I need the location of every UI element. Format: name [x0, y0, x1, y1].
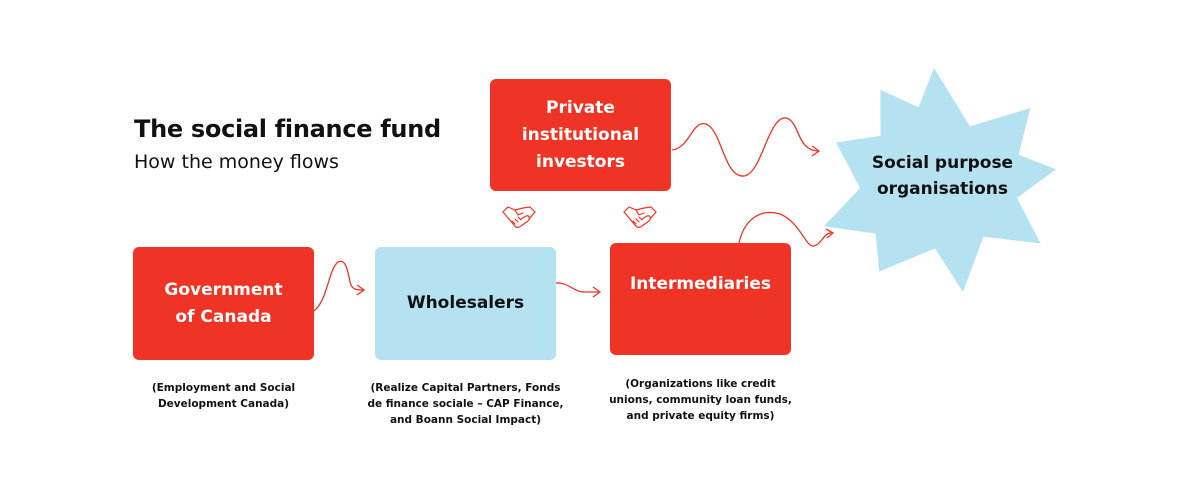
flow-arrow-private-to-social — [671, 117, 819, 177]
government-box: Government of Canada — [133, 247, 314, 360]
diagram-title: The social finance fund — [134, 115, 441, 143]
arrowhead-intermediaries-to-social — [825, 228, 835, 239]
flow-arrow-intermediaries-to-social — [738, 211, 833, 247]
diagram-subtitle: How the money flows — [134, 151, 339, 173]
handshake-icon — [502, 206, 536, 228]
social-purpose-label: Social purpose organisations — [871, 153, 1014, 199]
private-investors-label: Private institutional investors — [521, 97, 640, 172]
arrowhead-government-to-wholesalers — [356, 284, 366, 296]
wholesalers-caption: (Realize Capital Partners, Fonds de fina… — [367, 382, 564, 426]
intermediaries-label: Intermediaries — [629, 273, 772, 294]
government-caption: (Employment and Social Development Canad… — [151, 382, 296, 410]
flow-arrow-wholesalers-to-intermediaries — [555, 282, 600, 293]
wholesalers-box: Wholesalers — [375, 247, 556, 360]
intermediaries-box: Intermediaries — [610, 243, 791, 355]
arrowhead-wholesalers-to-intermediaries — [592, 286, 602, 298]
wholesalers-label: Wholesalers — [406, 293, 525, 313]
arrowhead-private-to-social — [811, 145, 821, 157]
social-purpose-starburst — [823, 68, 1056, 292]
flow-arrow-government-to-wholesalers — [313, 260, 365, 312]
handshake-icon — [623, 206, 657, 228]
private-investors-box: Private institutional investors — [490, 79, 671, 191]
government-label: Government of Canada — [164, 279, 283, 327]
intermediaries-caption: (Organizations like credit unions, commu… — [609, 378, 792, 422]
